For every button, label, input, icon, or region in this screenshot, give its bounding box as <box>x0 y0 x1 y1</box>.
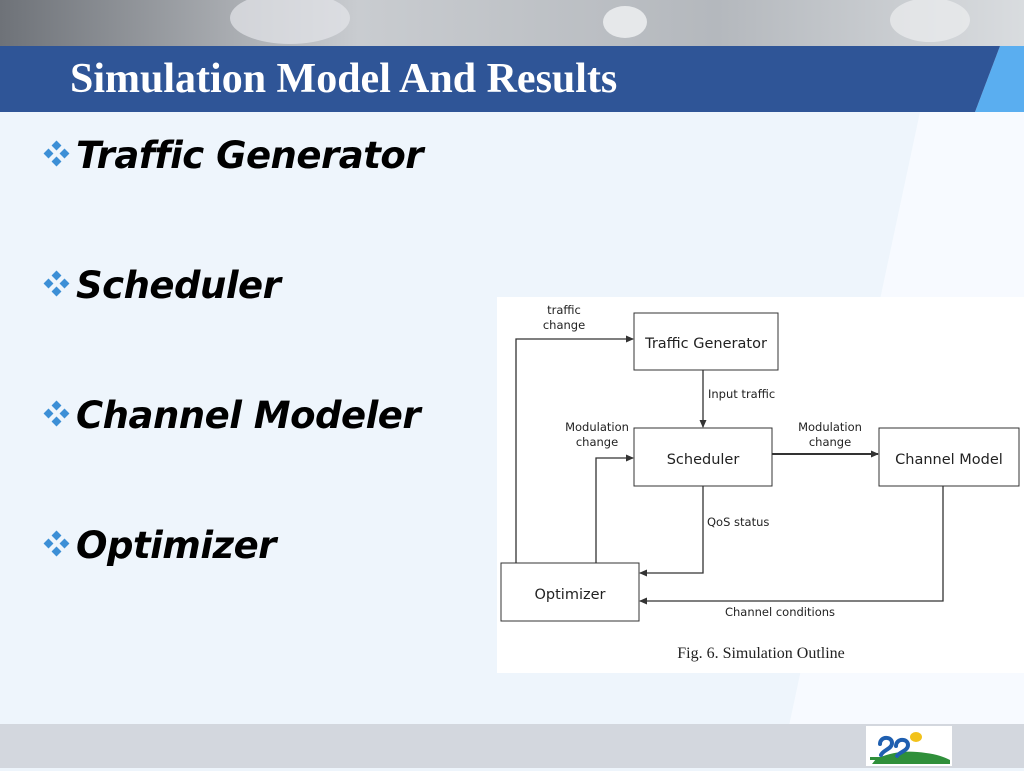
bullet-label: Traffic Generator <box>76 133 424 177</box>
channel-model-box <box>878 427 1020 487</box>
water-drop <box>230 0 350 44</box>
edge-label-traffic-change: traffic <box>547 303 581 317</box>
edge-label-input-traffic: Input traffic <box>708 387 775 401</box>
traffic-generator-box <box>633 312 779 371</box>
traffic-generator-label: Traffic Generator <box>644 336 767 352</box>
block-diagram: Traffic Generator Scheduler Channel Mode… <box>500 303 1020 662</box>
edge-label-qos-status: QoS status <box>707 515 769 529</box>
footer-bar <box>0 724 1024 768</box>
arrow-qos-status <box>639 486 704 577</box>
bullet-label: Channel Modeler <box>76 393 421 437</box>
arrow-modulation-change-left <box>595 454 634 563</box>
scheduler-label: Scheduler <box>667 452 740 468</box>
bullet-traffic-generator: Traffic Generator <box>40 130 424 180</box>
edge-label-modulation-change-left: change <box>576 435 618 449</box>
edge-label-modulation-change-right: change <box>809 435 851 449</box>
edge-label-channel-conditions: Channel conditions <box>725 605 835 619</box>
bullet-scheduler: Scheduler <box>40 260 281 310</box>
logo-icon <box>870 732 950 764</box>
arrow-traffic-change <box>515 335 634 563</box>
slide-title: Simulation Model And Results <box>70 56 618 102</box>
edge-label-modulation-change-left: Modulation <box>565 420 629 434</box>
diamond-bullet-icon <box>43 530 70 557</box>
water-drop <box>603 6 647 38</box>
diamond-bullet-icon <box>43 270 70 297</box>
bullet-channel-modeler: Channel Modeler <box>40 390 421 440</box>
optimizer-box <box>500 562 640 622</box>
simulation-outline-figure: Traffic Generator Scheduler Channel Mode… <box>497 297 1024 673</box>
edge-label-modulation-change-right: Modulation <box>798 420 862 434</box>
diamond-bullet-icon <box>43 400 70 427</box>
bullet-optimizer: Optimizer <box>40 520 276 570</box>
channel-model-label: Channel Model <box>895 452 1003 468</box>
scheduler-box <box>633 427 773 487</box>
figure-caption: Fig. 6. Simulation Outline <box>677 645 845 662</box>
water-drop <box>890 0 970 42</box>
optimizer-label: Optimizer <box>535 587 606 603</box>
diamond-bullet-icon <box>43 140 70 167</box>
company-logo <box>866 726 952 766</box>
top-strip <box>0 0 1024 46</box>
arrow-channel-conditions <box>639 486 944 605</box>
accent-band <box>975 46 1024 112</box>
bullet-label: Scheduler <box>76 263 281 307</box>
title-bar <box>0 46 1000 112</box>
edge-label-traffic-change: change <box>543 318 585 332</box>
bullet-label: Optimizer <box>76 523 276 567</box>
